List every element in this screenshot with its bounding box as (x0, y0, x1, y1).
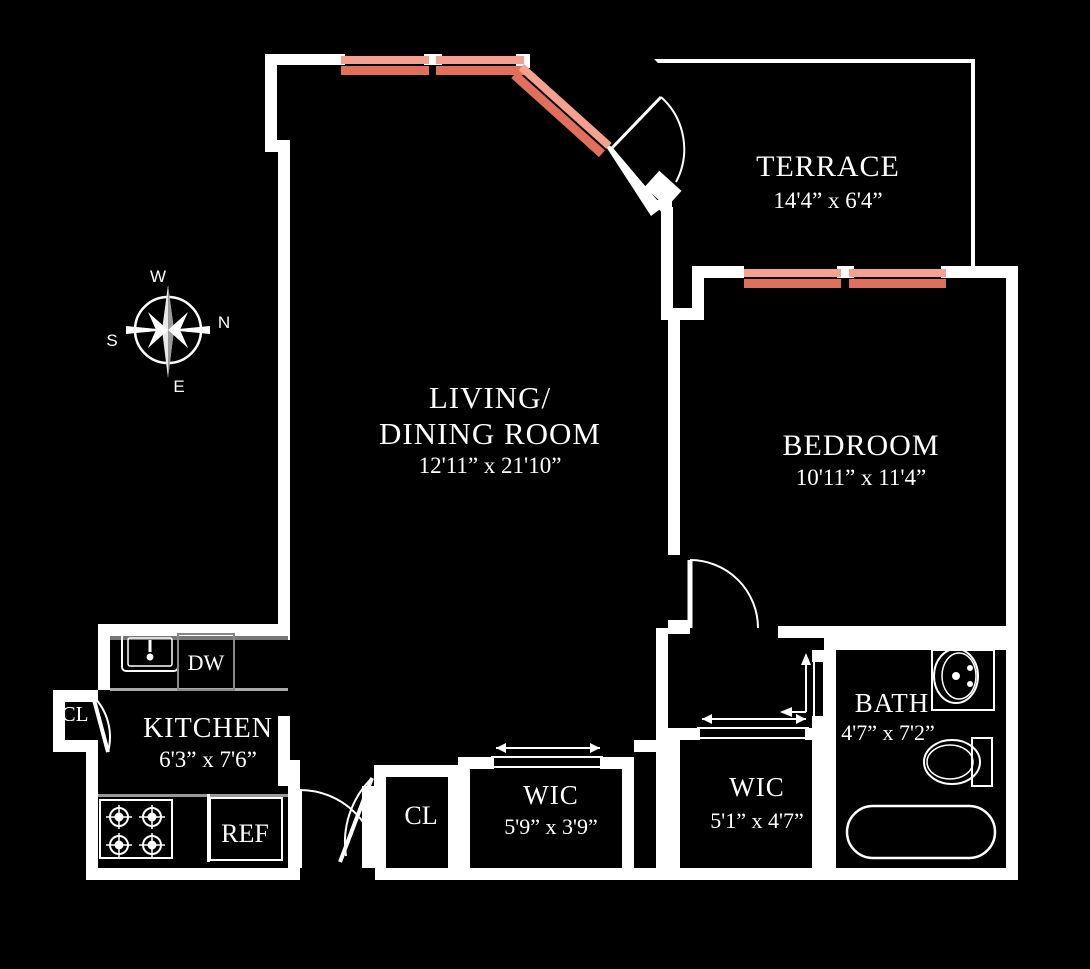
wall-bedroom-left (668, 312, 680, 555)
compass-label-e: E (173, 377, 184, 396)
terrace-dimensions: 14'4” x 6'4” (773, 188, 882, 213)
wall-bath-left (824, 638, 836, 868)
wall-bath-top (836, 638, 1006, 650)
bedroom-dimensions: 10'11” x 11'4” (796, 465, 927, 490)
compass-label-s: S (106, 331, 117, 350)
kitchen-dimensions: 6'3” x 7'6” (159, 747, 257, 772)
compass-star-inner2 (168, 312, 188, 348)
refrigerator-label: REF (221, 819, 269, 848)
wic-2-label: WIC (729, 772, 784, 802)
wall-bedroom-door-jamb (668, 620, 690, 634)
wall-living-top-mid (424, 54, 442, 65)
living-dining-dimensions: 12'11” x 21'10” (419, 453, 562, 478)
wall-bath-bottom (824, 868, 1018, 880)
wall-wic1-right (622, 757, 634, 868)
wall-hall-bottom-2 (455, 868, 668, 880)
kitchen-counter-top (110, 636, 288, 640)
door-entry-closet (338, 777, 374, 863)
bedroom-label: BEDROOM (782, 429, 939, 462)
door-terrace (610, 95, 686, 208)
kitchen-counter-lower (98, 794, 288, 797)
kitchen-fixtures (98, 632, 288, 862)
window-living-2 (436, 56, 524, 75)
bath-dimensions: 4'7” x 7'2” (841, 720, 934, 745)
compass-rose: W N E S (106, 267, 230, 396)
wall-bath-right (1006, 638, 1018, 868)
wall-entry-jamb-left (288, 786, 300, 800)
bath-fixtures (845, 648, 997, 860)
range-icon (99, 799, 173, 859)
door-wic2-sliding (697, 714, 809, 739)
windows-group (341, 56, 946, 288)
wall-living-bottom-main (278, 716, 290, 786)
wall-living-left (278, 140, 290, 640)
wall-kitchen-left-upper (98, 624, 110, 690)
dishwasher-icon (177, 633, 235, 691)
wall-cl-entry-left (374, 765, 386, 868)
door-bath-sliding (780, 653, 825, 719)
wall-wic1-top (458, 757, 494, 769)
wall-kitchen-bottom (86, 868, 300, 880)
wall-bedroom-top-right (941, 266, 1018, 278)
wall-wic2-left (668, 728, 680, 868)
window-living-1 (341, 56, 429, 75)
wall-hall-bottom (375, 868, 460, 880)
compass-label-w: W (150, 267, 166, 286)
bathtub-icon (845, 804, 997, 860)
wall-bedroom-bottom (778, 626, 1018, 638)
bath-sink-icon (931, 648, 995, 711)
wall-structure (53, 54, 1018, 880)
room-labels: TERRACE 14'4” x 6'4” LIVING/ DINING ROOM… (62, 150, 939, 848)
wic-1-label: WIC (523, 780, 578, 810)
wall-hall-right (656, 628, 668, 868)
sink-icon (121, 632, 179, 672)
dishwasher-label: DW (188, 650, 225, 675)
door-kitchen-closet (91, 695, 111, 753)
living-dining-label-line2: DINING ROOM (379, 416, 601, 451)
compass-star-s (126, 326, 168, 334)
wall-bedroom-top (661, 266, 744, 320)
wall-entry-jamb-right (362, 786, 374, 868)
wic-1-dimensions: 5'9” x 3'9” (504, 814, 597, 839)
window-bedroom-1 (744, 269, 841, 288)
wall-wic1 (458, 757, 470, 868)
wall-corridor-top-1 (374, 765, 458, 777)
terrace-label: TERRACE (756, 150, 900, 183)
wall-terrace-left (661, 207, 673, 319)
closet-kitchen-label: CL (62, 702, 89, 726)
wall-living-left-upper (265, 54, 290, 152)
wall-kitchen-closet-outer (53, 690, 65, 752)
wall-diagonal-terrace (601, 139, 663, 216)
toilet-icon (923, 737, 993, 787)
compass-star-n (168, 326, 210, 334)
wall-cl-entry-right (448, 765, 460, 868)
wall-wic2-top (680, 728, 700, 740)
wic-2-dimensions: 5'1” x 4'7” (710, 808, 803, 833)
kitchen-label: KITCHEN (143, 713, 273, 744)
compass-label-n: N (218, 313, 230, 332)
wall-wic2-right (812, 728, 824, 868)
door-wic1-sliding (491, 743, 603, 768)
refrigerator-icon (207, 794, 283, 862)
closet-entry-label: CL (404, 801, 437, 830)
wall-living-top-left (265, 54, 345, 65)
wall-wic1-top-r (600, 757, 634, 769)
window-living-diagonal (511, 64, 612, 158)
window-bedroom-2 (849, 269, 946, 288)
doors-group (91, 95, 825, 869)
compass-star-inner (148, 312, 168, 348)
living-dining-label-line1: LIVING/ (429, 380, 551, 415)
wall-bedroom-right (1006, 266, 1018, 638)
bath-label: BATH (855, 688, 930, 718)
wall-hall-bottom-3 (660, 868, 836, 880)
door-entry (298, 789, 379, 869)
wall-kitchen-left-lower (86, 740, 98, 880)
door-bedroom (687, 559, 759, 629)
